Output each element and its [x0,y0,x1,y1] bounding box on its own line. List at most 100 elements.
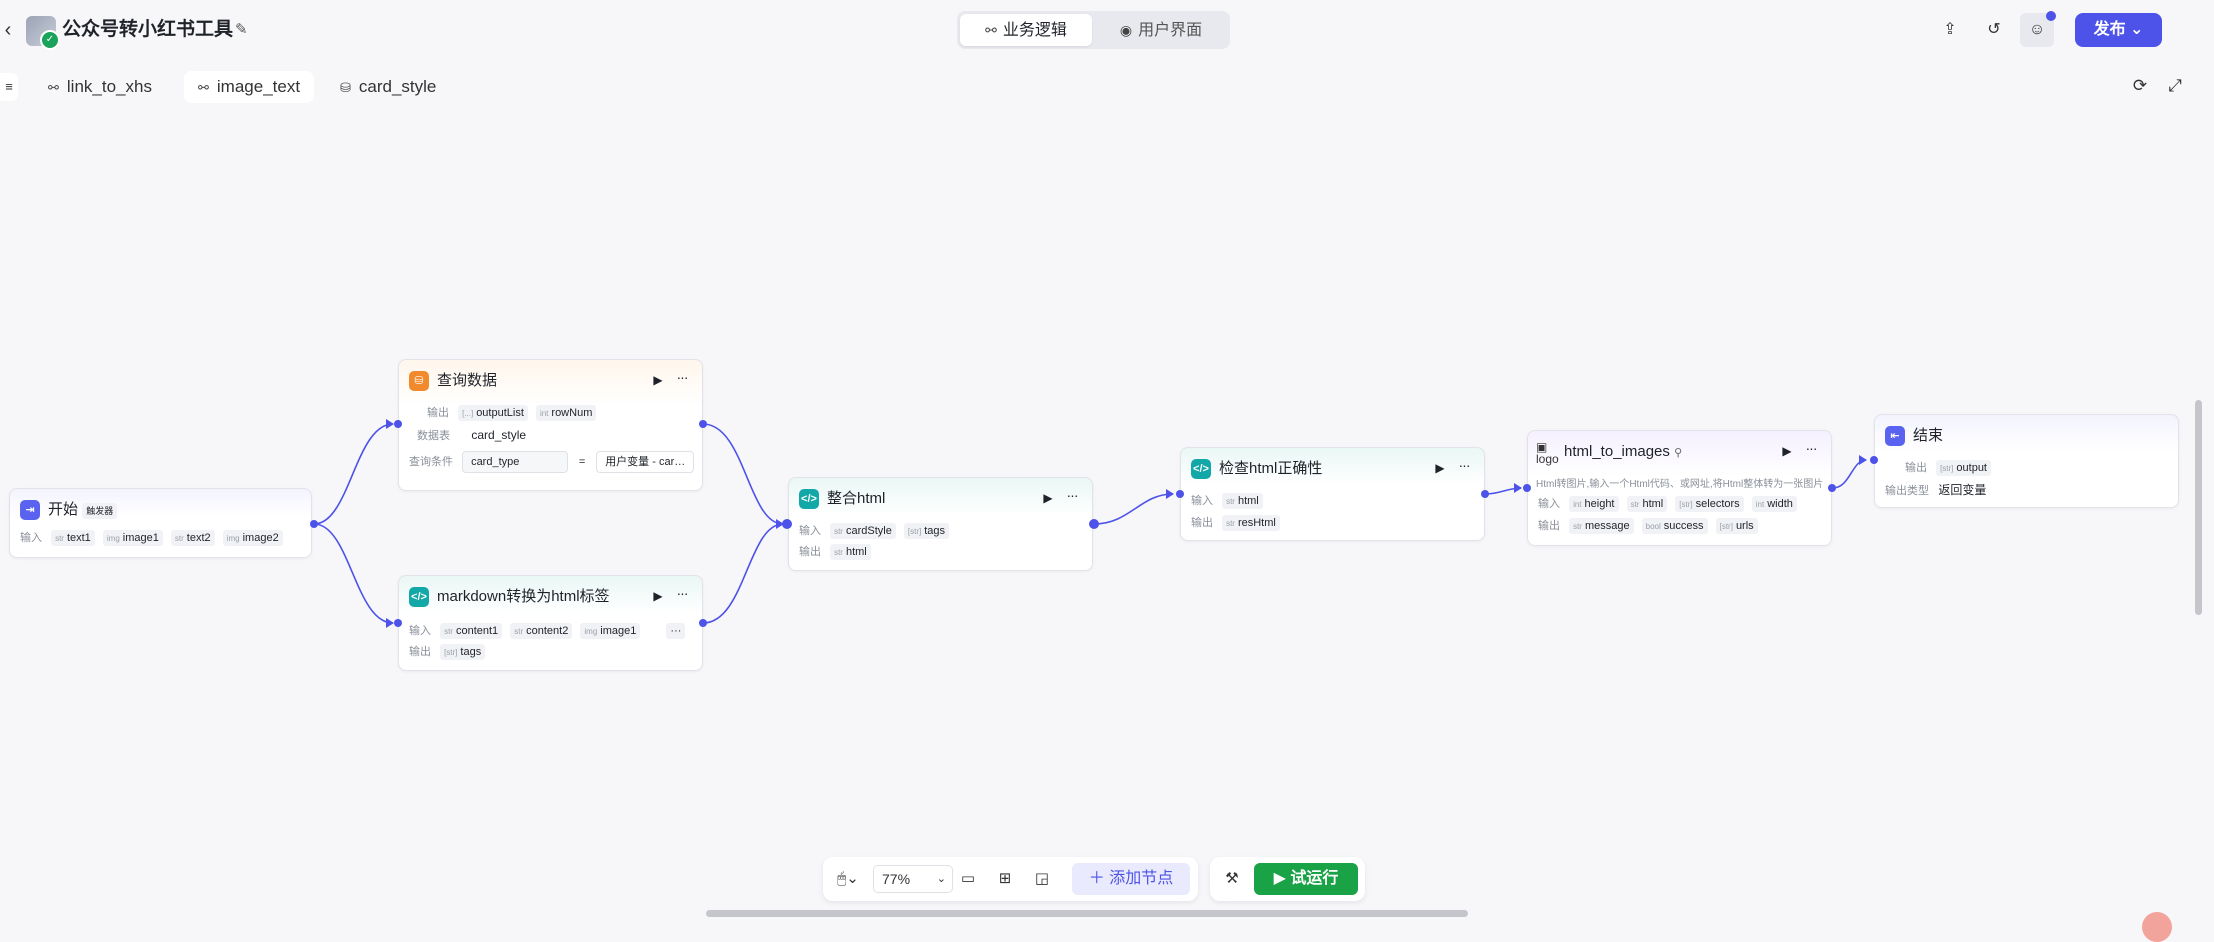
node-title: 检查html正确性 [1219,460,1323,477]
var-type: str [834,548,843,557]
output-type-row: 输出类型 返回变量 [1885,481,1986,499]
input-port[interactable] [782,519,792,529]
node-end[interactable]: ⇤ 结束 输出 [str]output 输出类型 返回变量 [1874,414,2179,508]
node-header: </> 整合html ▶ ··· [789,478,1092,516]
arrow-check [1166,489,1174,499]
tab-image-text[interactable]: ⚯image_text [184,71,315,103]
output-port[interactable] [1828,484,1836,492]
var-name: selectors [1695,498,1740,510]
var-name: outputList [476,407,524,419]
var-name: text1 [66,532,91,544]
var-type: [...] [462,409,474,418]
tab-card-style[interactable]: ⛁card_style [326,71,450,103]
mouse-mode-icon[interactable]: 🖱⌄ [837,870,859,887]
var-name: content2 [526,625,569,637]
run-node-icon[interactable]: ▶ [653,589,663,603]
assistant-mascot-icon[interactable] [2142,912,2172,942]
back-chevron-left-icon[interactable]: ‹ [4,19,12,41]
condition-label: 查询条件 [409,456,453,468]
workflow-icon: ⚯ [985,22,997,38]
arrow-query [386,419,394,429]
vertical-scrollbar[interactable] [2195,400,2202,615]
history-icon[interactable]: ↺ [1987,21,2001,38]
mode-switch: ⚯业务逻辑 ◉用户界面 [957,11,1230,49]
input-port[interactable] [1523,484,1531,492]
var-name: rowNum [551,407,593,419]
more-options-icon[interactable]: ··· [1805,440,1818,456]
run-node-icon[interactable]: ▶ [1435,461,1445,475]
output-type-label: 输出类型 [1885,485,1929,497]
run-node-icon[interactable]: ▶ [1043,491,1053,505]
debug-wrench-icon[interactable]: ⚒ [1225,870,1239,887]
tab-business-logic[interactable]: ⚯业务逻辑 [960,14,1092,46]
output-port[interactable] [699,420,707,428]
input-label: 输入 [1191,495,1213,507]
var-name: image1 [122,532,159,544]
arrow-merge [776,519,784,529]
more-inputs-icon[interactable]: ··· [666,623,686,639]
collapse-sidebar-icon[interactable]: ≡ [0,73,18,101]
output-port[interactable] [1089,519,1099,529]
run-node-icon[interactable]: ▶ [1782,444,1792,458]
node-title: html_to_images ⚲ [1564,441,1682,464]
input-port[interactable] [1176,490,1184,498]
run-node-icon[interactable]: ▶ [653,373,663,387]
more-options-icon[interactable]: ··· [1458,457,1471,473]
input-port[interactable] [394,619,402,627]
node-html-to-images[interactable]: ▣logo html_to_images ⚲ ▶ ··· Html转图片,输入一… [1527,430,1832,546]
node-title: markdown转换为html标签 [437,588,610,605]
condition-field[interactable]: card_type [462,451,569,474]
horizontal-scrollbar[interactable] [706,910,1468,917]
tab-label: card_style [358,77,437,96]
var-name: output [1956,462,1987,474]
more-options-icon[interactable]: ··· [1066,487,1079,503]
zoom-select[interactable]: 77%⌄ [873,865,953,893]
plugin-link-icon[interactable]: ⚲ [1674,447,1683,459]
output-label: 输出 [409,646,431,658]
publish-button[interactable]: 发布 ⌄ [2075,13,2162,47]
input-port[interactable] [1870,456,1878,464]
edit-icon[interactable]: ✎ [235,21,248,38]
top-bar: ‹ ✓ 公众号转小红书工具 ✎ ⚯业务逻辑 ◉用户界面 ⇪ ↺ ☺ 发布 ⌄ [0,0,2214,60]
input-port[interactable] [394,420,402,428]
output-port[interactable] [699,619,707,627]
table-label: 数据表 [417,430,450,442]
var-type: bool [1645,522,1661,531]
minimap-icon[interactable]: ◲ [1034,870,1050,887]
upload-icon[interactable]: ⇪ [1943,21,1957,38]
output-port[interactable] [310,520,318,528]
workflow-icon: ⚯ [198,80,209,95]
collaborator-icon[interactable]: ☺ [2020,11,2056,47]
input-label: 输入 [20,532,42,544]
var-type: str [174,534,184,543]
edge-start-markdown [313,523,394,624]
auto-layout-icon[interactable]: ⊞ [998,870,1012,887]
comment-icon[interactable]: ▭ [960,870,976,887]
node-header: </> markdown转换为html标签 ▶ ··· [399,576,702,614]
tab-link-to-xhs[interactable]: ⚯link_to_xhs [34,71,166,103]
condition-value[interactable]: 用户变量 - car… [596,451,695,474]
refresh-icon[interactable]: ⟳ [2132,76,2148,95]
node-title: 开始 触发器 [48,499,122,521]
more-options-icon[interactable]: ··· [676,369,689,385]
tab-user-interface[interactable]: ◉用户界面 [1095,14,1227,46]
var-type: str [1226,497,1235,506]
trial-run-button[interactable]: ▶ 试运行 [1254,863,1358,895]
add-node-button[interactable]: ＋ 添加节点 [1072,863,1190,895]
more-options-icon[interactable]: ··· [676,585,689,601]
output-port[interactable] [1481,490,1489,498]
logo-alt-text: logo [1536,452,1559,466]
fullscreen-icon[interactable]: ⤢ [2168,76,2182,95]
